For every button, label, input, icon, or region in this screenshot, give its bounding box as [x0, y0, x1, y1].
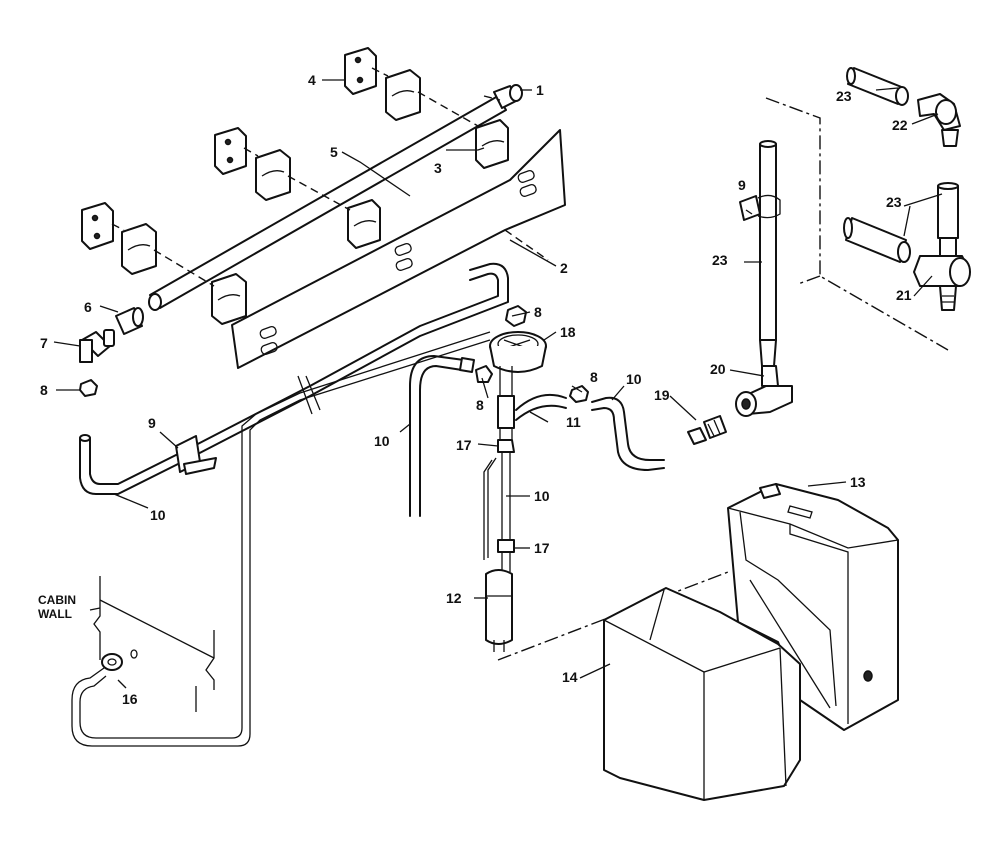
leader-lines — [53, 79, 943, 689]
cabin-wall-label-line2: WALL — [38, 607, 72, 621]
callout-21: 21 — [896, 287, 912, 303]
callout-23-middle: 23 — [886, 194, 902, 210]
callout-9-left: 9 — [148, 415, 156, 431]
elbow-fitting-20 — [735, 365, 793, 417]
tank-box — [603, 587, 801, 801]
tee-fitting-21 — [913, 237, 971, 311]
hose-clamp-left — [175, 435, 217, 475]
callout-14: 14 — [562, 669, 578, 685]
callout-6: 6 — [84, 299, 92, 315]
clamp-set-middle — [214, 127, 381, 249]
callout-10-right: 10 — [626, 371, 642, 387]
coupling-sleeve — [115, 307, 144, 335]
callout-17-lower: 17 — [534, 540, 550, 556]
return-line — [71, 331, 491, 747]
upper-pipe — [846, 67, 909, 106]
mounting-plate — [231, 129, 566, 369]
callout-11: 11 — [566, 414, 581, 430]
callout-17-upper: 17 — [456, 437, 472, 453]
callout-10-left: 10 — [150, 507, 166, 523]
callout-1: 1 — [536, 82, 544, 98]
callout-12: 12 — [446, 590, 462, 606]
callout-23-pipe: 23 — [712, 252, 728, 268]
cross-tube — [148, 95, 507, 311]
clamp-set-right — [344, 47, 509, 169]
callout-23-upper: 23 — [836, 88, 852, 104]
vertical-fuel-line — [483, 428, 515, 572]
callout-19: 19 — [654, 387, 670, 403]
callout-22: 22 — [892, 117, 908, 133]
filter-head — [489, 305, 547, 373]
clamp-set-left — [81, 202, 247, 325]
bulkhead-fitting — [101, 649, 138, 671]
tube-cap — [493, 84, 523, 109]
middle-pipe — [937, 182, 959, 239]
callout-2: 2 — [560, 260, 568, 276]
cabin-wall — [93, 576, 215, 712]
callout-3: 3 — [434, 160, 442, 176]
fuel-hose-right — [569, 385, 665, 471]
inline-filter — [485, 569, 729, 661]
cabin-wall-label-line1: CABIN — [38, 593, 76, 607]
callout-4: 4 — [308, 72, 316, 88]
callout-18: 18 — [560, 324, 576, 340]
nut-left — [79, 379, 98, 397]
adapter-fitting — [687, 415, 727, 445]
callout-8-right: 8 — [590, 369, 598, 385]
callout-8-left: 8 — [40, 382, 48, 398]
pipe-clamp — [739, 194, 781, 221]
callout-5: 5 — [330, 144, 338, 160]
callout-10-vertical: 10 — [534, 488, 550, 504]
alignment-lines — [111, 67, 549, 287]
elbow-fitting-22 — [917, 93, 961, 147]
callout-9-right: 9 — [738, 177, 746, 193]
callout-13: 13 — [850, 474, 866, 490]
fuel-hose-center — [409, 355, 493, 517]
tee-fitting-center — [497, 366, 567, 429]
section-frame — [765, 97, 949, 351]
elbow-fitting-left — [79, 329, 115, 363]
callout-labels: 1 2 3 4 5 6 7 8 8 8 8 9 9 10 10 10 10 11… — [38, 72, 912, 707]
callout-8-filter-top: 8 — [534, 304, 542, 320]
fuel-tank — [727, 483, 899, 731]
vertical-pipe — [759, 140, 777, 367]
callout-20: 20 — [710, 361, 726, 377]
callout-16: 16 — [122, 691, 138, 707]
callout-10-center: 10 — [374, 433, 390, 449]
lower-pipe — [843, 217, 911, 263]
callout-8-center: 8 — [476, 397, 484, 413]
callout-7: 7 — [40, 335, 48, 351]
